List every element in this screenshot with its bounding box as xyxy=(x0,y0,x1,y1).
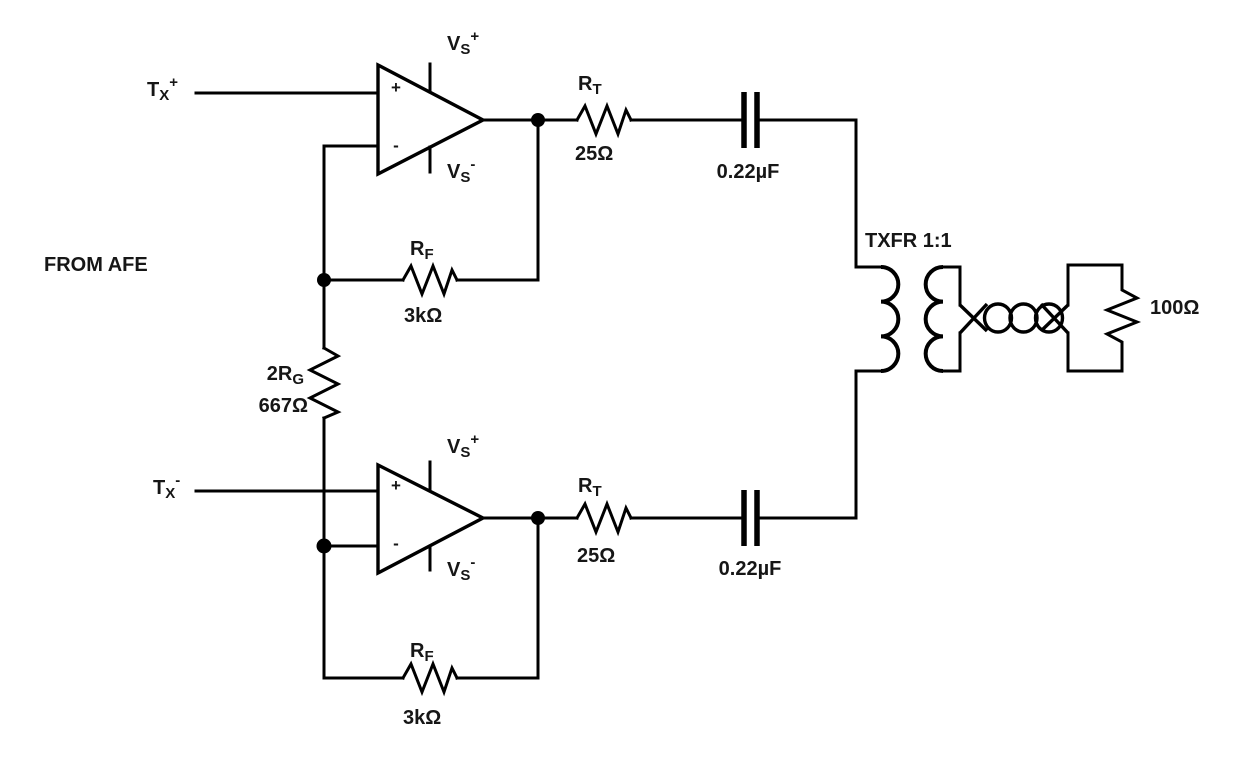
transformer-primary-coil xyxy=(880,265,901,373)
label-rt-top-name: RT xyxy=(578,73,602,98)
label-vs-plus-bottom: VS+ xyxy=(447,431,479,461)
resistor-rt-bottom xyxy=(574,499,634,537)
wire-secondary-bottom xyxy=(941,331,962,373)
label-tx-plus: TX+ xyxy=(147,74,178,104)
resistor-rf-top xyxy=(400,261,460,299)
wire-secondary-top xyxy=(941,265,962,307)
transformer-secondary-coil xyxy=(923,265,944,373)
label-rt-bottom-value: 25Ω xyxy=(577,545,615,567)
junction-dot xyxy=(316,538,332,554)
label-vs-minus-top: VS- xyxy=(447,156,475,186)
wire-load-top xyxy=(1066,263,1124,307)
twisted-pair-loop xyxy=(1033,302,1065,334)
opamp-top-minus-mark: - xyxy=(393,136,399,155)
label-rf-top-value: 3kΩ xyxy=(404,305,442,327)
label-rg-name: 2RG xyxy=(267,363,304,388)
wire-transformer-primary-bottom xyxy=(758,369,883,520)
label-rf-bottom-value: 3kΩ xyxy=(403,707,441,729)
label-cap-bottom-value: 0.22µF xyxy=(719,558,782,580)
wire-load-bottom xyxy=(1066,331,1124,373)
label-rg-value: 667Ω xyxy=(259,395,308,417)
label-rf-bottom-name: RF xyxy=(410,640,434,665)
label-from-afe: FROM AFE xyxy=(44,254,148,276)
opamp-top-plus-mark: + xyxy=(391,78,401,97)
resistor-2rg xyxy=(306,345,342,420)
label-vs-minus-bottom: VS- xyxy=(447,554,475,584)
twisted-pair-cross-right-b xyxy=(1039,302,1070,335)
label-rf-top-name: RF xyxy=(410,238,434,263)
label-rt-top-value: 25Ω xyxy=(575,143,613,165)
label-cap-top-value: 0.22µF xyxy=(717,161,780,183)
junction-dot xyxy=(531,113,545,127)
label-load-value: 100Ω xyxy=(1150,297,1199,319)
resistor-rf-bottom xyxy=(400,659,460,697)
junction-dot xyxy=(531,511,545,525)
junction-dot xyxy=(317,273,331,287)
resistor-load xyxy=(1102,263,1142,373)
resistor-rt-top xyxy=(574,101,634,139)
wire-cap-top-to-transformer xyxy=(758,118,883,269)
label-vs-plus-top: VS+ xyxy=(447,28,479,58)
opamp-bottom-plus-mark: + xyxy=(391,476,401,495)
label-rt-bottom-name: RT xyxy=(578,475,602,500)
twisted-pair-loop xyxy=(1008,302,1039,334)
opamp-bottom-minus-mark: - xyxy=(393,534,399,553)
twisted-pair-loop xyxy=(982,302,1014,334)
label-transformer: TXFR 1:1 xyxy=(865,230,952,252)
label-tx-minus: TX- xyxy=(153,472,180,502)
twisted-pair-cross-left-b xyxy=(958,302,989,335)
